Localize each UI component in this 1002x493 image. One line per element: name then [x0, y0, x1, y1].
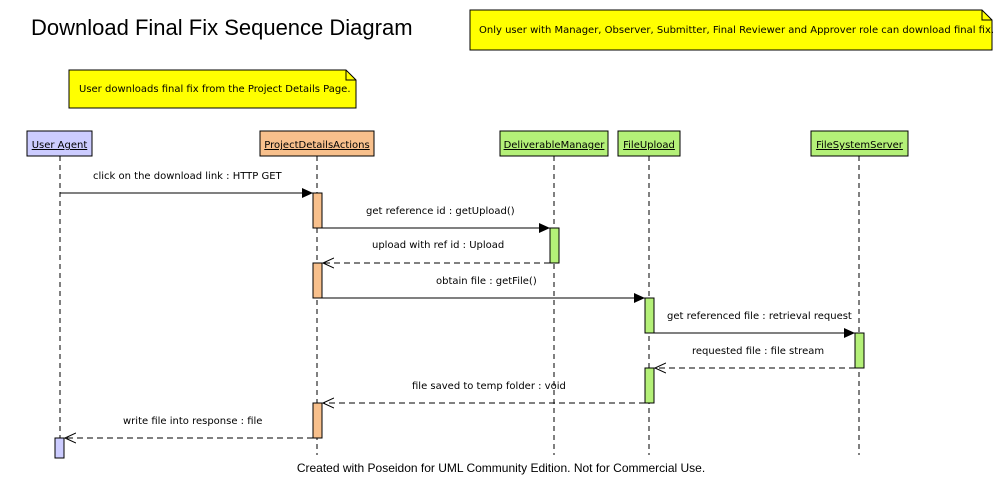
message-label: upload with ref id : Upload	[372, 240, 504, 251]
participant-file-system-server: FileSystemServer	[810, 130, 909, 157]
participant-label-deliverable-manager: DeliverableManager	[504, 140, 606, 151]
footer-watermark: Created with Poseidon for UML Community …	[297, 461, 705, 475]
message-label: click on the download link : HTTP GET	[93, 171, 283, 182]
participant-file-upload: FileUpload	[617, 130, 681, 157]
activation-file-system-server	[854, 332, 865, 369]
activation-file-upload	[644, 297, 655, 334]
message-label: obtain file : getFile()	[436, 276, 537, 287]
message-1: click on the download link : HTTP GET	[60, 171, 313, 198]
message-5: get referenced file : retrieval request	[654, 311, 855, 338]
participant-label-project-details-actions: ProjectDetailsActions	[264, 140, 369, 151]
activation-project-details-actions	[312, 192, 323, 229]
participant-user-agent: User Agent	[26, 130, 93, 157]
participant-project-details-actions: ProjectDetailsActions	[259, 130, 375, 157]
message-label: write file into response : file	[123, 416, 262, 427]
role-note-text: Only user with Manager, Observer, Submit…	[479, 25, 994, 36]
page-note-text: User downloads final fix from the Projec…	[79, 84, 351, 95]
activation-project-details-actions	[312, 402, 323, 439]
role-note: Only user with Manager, Observer, Submit…	[469, 9, 994, 51]
message-2: get reference id : getUpload()	[322, 206, 550, 233]
message-label: get referenced file : retrieval request	[667, 311, 852, 322]
message-label: file saved to temp folder : void	[412, 381, 566, 392]
message-4: obtain file : getFile()	[322, 276, 645, 303]
activation-deliverable-manager	[549, 227, 560, 264]
activation-user-agent	[54, 437, 65, 459]
diagram-title: Download Final Fix Sequence Diagram	[31, 15, 413, 40]
message-label: get reference id : getUpload()	[366, 206, 515, 217]
message-7: file saved to temp folder : void	[323, 381, 645, 403]
participant-label-file-system-server: FileSystemServer	[816, 140, 904, 151]
message-8: write file into response : file	[65, 416, 313, 438]
message-3: upload with ref id : Upload	[323, 240, 550, 263]
activation-file-upload	[644, 367, 655, 404]
page-note: User downloads final fix from the Projec…	[68, 69, 357, 109]
message-label: requested file : file stream	[692, 346, 824, 357]
participant-deliverable-manager: DeliverableManager	[499, 130, 609, 157]
message-6: requested file : file stream	[655, 346, 855, 368]
participant-label-file-upload: FileUpload	[623, 140, 675, 151]
participant-label-user-agent: User Agent	[32, 140, 88, 151]
activation-project-details-actions	[312, 262, 323, 299]
